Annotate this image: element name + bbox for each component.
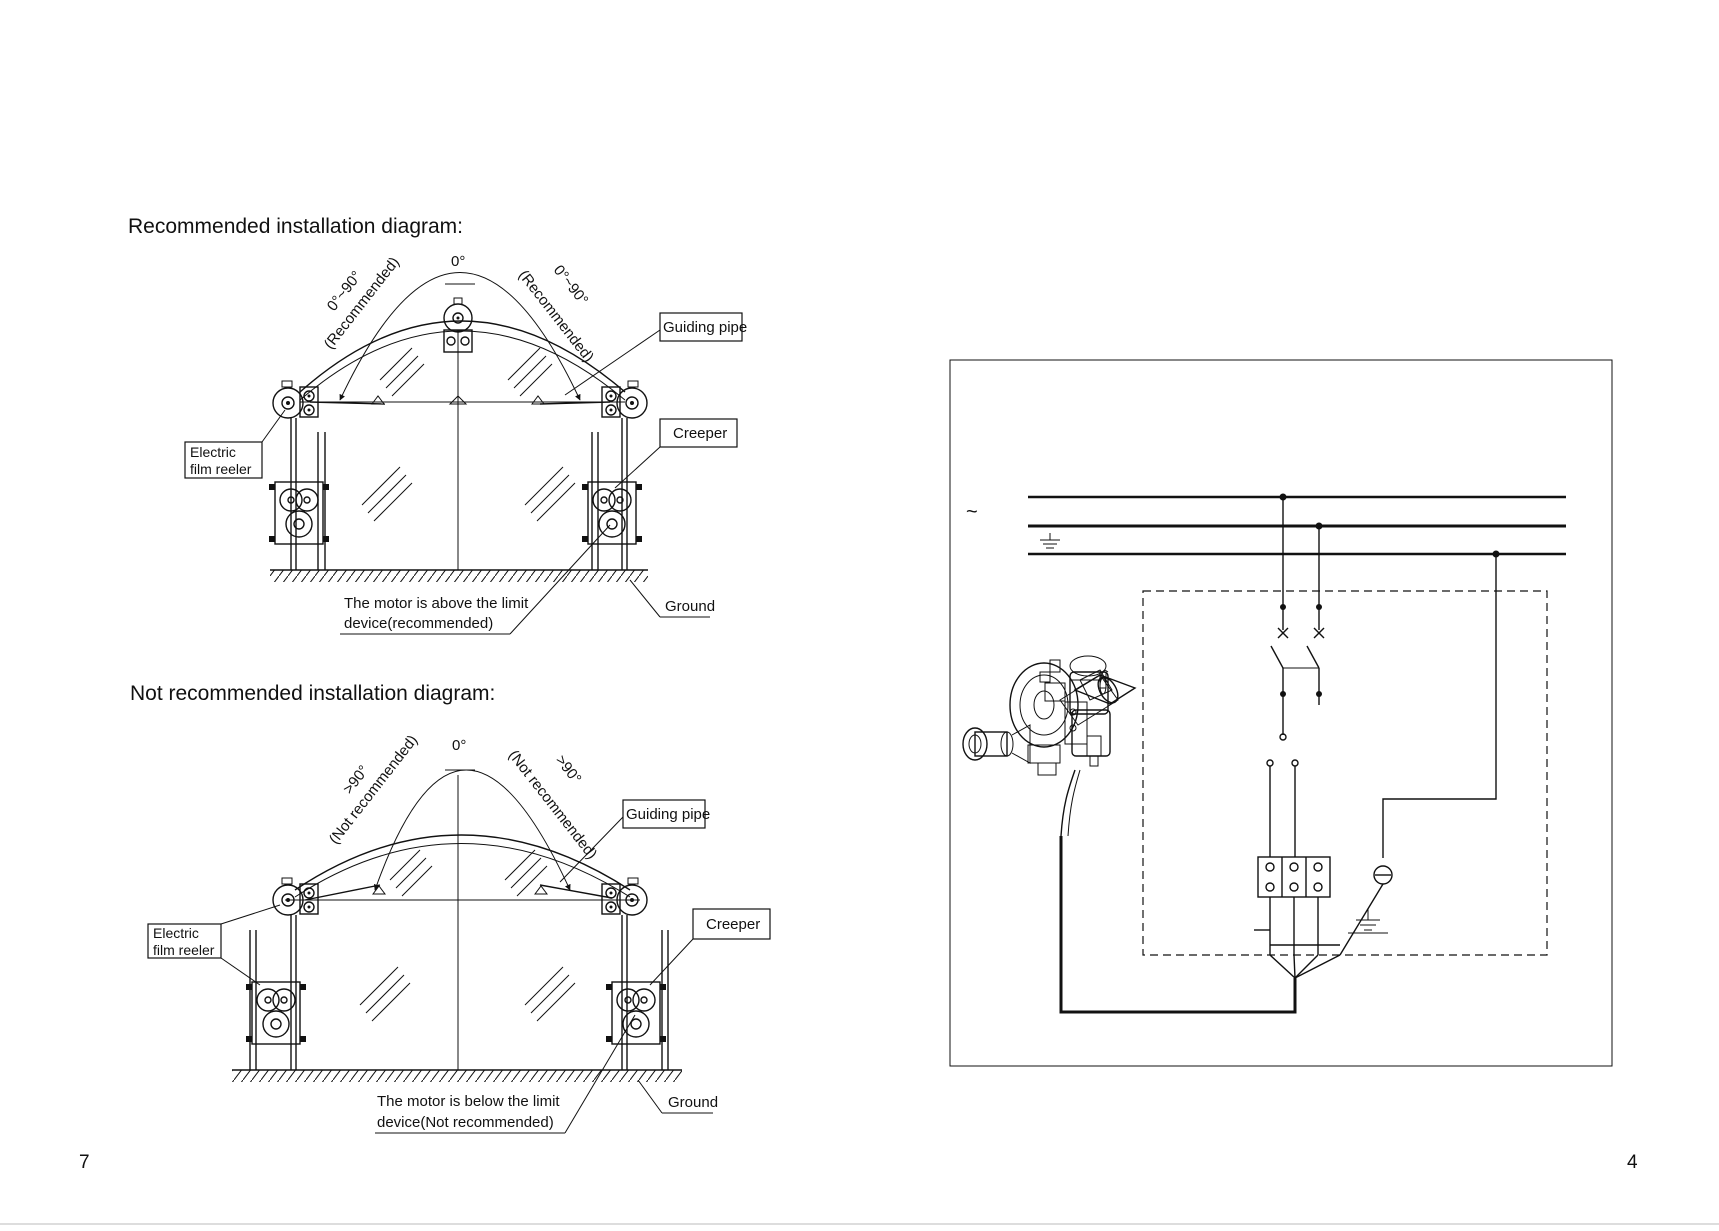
- not-recommended-diagram: Not recommended installation diagram: 0°…: [130, 682, 771, 1134]
- nr-motor-note-1: The motor is below the limit: [377, 1093, 560, 1110]
- angle-zero-label: 0°: [451, 253, 465, 270]
- nr-angle-right-note: (Not recommended): [505, 747, 601, 863]
- nr-guiding-pipe-right: [539, 884, 613, 899]
- motor-note-1: The motor is above the limit: [344, 595, 529, 612]
- electric-label-1: Electric: [190, 444, 236, 460]
- nr-right-creeper: [605, 981, 667, 1045]
- left-reeler: [272, 380, 319, 419]
- pivot-supports: [371, 395, 545, 405]
- pe-wire: [1382, 554, 1497, 858]
- nr-electric-label-1: Electric: [153, 925, 199, 941]
- guiding-pipe-right: [539, 401, 611, 405]
- nr-glass-hatch: [359, 849, 576, 1022]
- angle-right-note: (Recommended): [515, 267, 597, 366]
- right-page-number: 4: [1627, 1152, 1638, 1173]
- motor-note-2: device(recommended): [344, 615, 493, 632]
- electric-reeler-callout: [184, 441, 263, 479]
- wiring-frame: [949, 359, 1613, 1067]
- nr-angle-zero-label: 0°: [452, 737, 466, 754]
- nr-guiding-pipe-callout: [622, 799, 706, 829]
- earth-symbol: [1040, 533, 1060, 549]
- ground-hatch: [270, 570, 648, 582]
- motor-cable-fan: [1269, 954, 1341, 979]
- nr-greenhouse-roof: [294, 834, 631, 891]
- nr-ground-label: Ground: [668, 1094, 718, 1111]
- nr-left-creeper: [245, 981, 307, 1045]
- nr-creeper-callout: [692, 908, 771, 940]
- guiding-pipe-callout: [659, 312, 743, 342]
- nr-creeper-label: Creeper: [706, 916, 760, 933]
- creeper-label: Creeper: [673, 425, 727, 442]
- nr-motor-note-2: device(Not recommended): [377, 1114, 554, 1131]
- nr-angle-right-range: >90°: [552, 752, 585, 787]
- breaker-x-marks: [1277, 627, 1325, 639]
- motor-illustration: [962, 655, 1137, 837]
- electric-label-2: film reeler: [190, 461, 252, 477]
- nr-guiding-pipe-label: Guiding pipe: [626, 806, 710, 823]
- angle-arc: [339, 272, 581, 401]
- ac-symbol: ~: [966, 501, 978, 523]
- recommended-diagram: Recommended installation diagram: 0° 0°~…: [128, 215, 747, 635]
- creeper-callout: [659, 418, 738, 448]
- glass-hatch: [361, 347, 576, 522]
- switch-blade-2: [1306, 645, 1320, 669]
- left-page-number: 7: [79, 1152, 90, 1173]
- wiring-diagram: ~: [949, 359, 1613, 1067]
- recommended-heading: Recommended installation diagram:: [128, 215, 463, 238]
- controller-box: [1142, 590, 1548, 956]
- not-recommended-heading: Not recommended installation diagram:: [130, 682, 495, 705]
- guiding-pipe-label: Guiding pipe: [663, 319, 747, 336]
- left-creeper: [268, 481, 330, 545]
- right-creeper: [581, 481, 643, 545]
- nr-electric-label-2: film reeler: [153, 942, 215, 958]
- nr-right-reeler: [601, 877, 648, 916]
- controller-earth-symbol: [1348, 908, 1388, 934]
- motor-cable: [1059, 836, 1297, 1014]
- nr-angle-left-note: (Not recommended): [326, 732, 422, 848]
- switch-blade-1: [1270, 645, 1284, 669]
- nr-guiding-pipe-left: [304, 884, 381, 901]
- ground-label: Ground: [665, 598, 715, 615]
- nr-electric-reeler-callout: [147, 923, 222, 959]
